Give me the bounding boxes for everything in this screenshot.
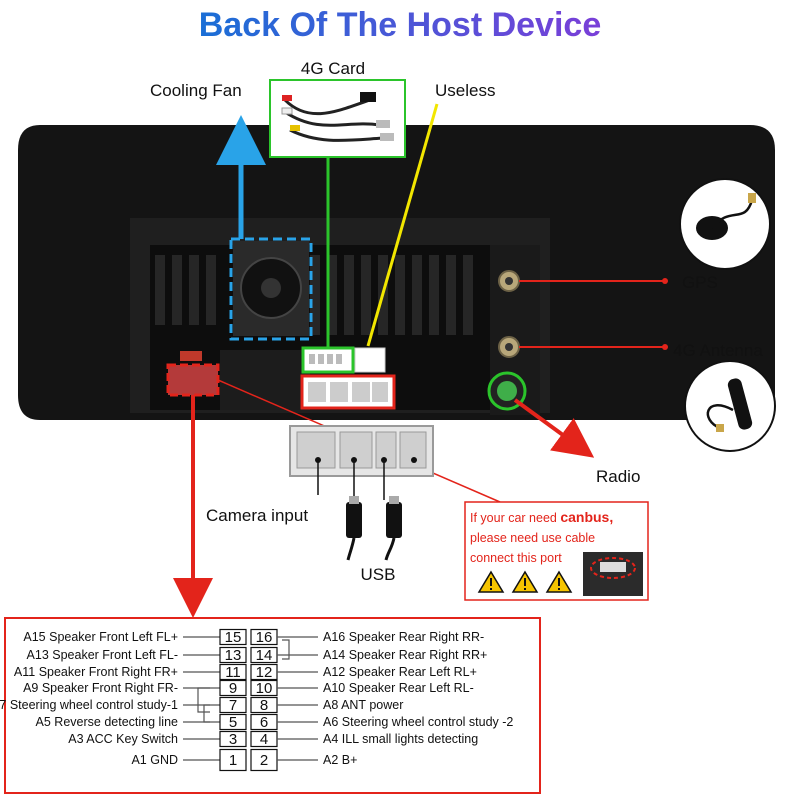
pin-box-left xyxy=(219,663,247,681)
card-4g-cable-photo xyxy=(269,79,406,158)
pin-number-right: 6 xyxy=(260,714,268,731)
pin-box-left xyxy=(219,646,247,664)
camera-input-label: Camera input xyxy=(206,506,308,525)
usb-cable-1 xyxy=(346,496,362,561)
pin-label-right: A12 Speaker Rear Left RL+ xyxy=(323,665,477,679)
gps-connector xyxy=(498,270,520,292)
useless-port xyxy=(354,347,386,373)
pin-number-right: 10 xyxy=(256,680,273,697)
pin-number-left: 9 xyxy=(229,680,237,697)
pin-label-right: A6 Steering wheel control study -2 xyxy=(323,715,513,729)
pin-label-right: A16 Speaker Rear Right RR- xyxy=(323,630,484,644)
radio-label: Radio xyxy=(596,467,640,486)
pin-number-left: 3 xyxy=(229,731,237,748)
pin-number-left: 1 xyxy=(229,752,237,769)
antenna-4g-photo xyxy=(684,360,776,452)
useless-line xyxy=(366,103,439,347)
pin-label-left: A5 Reverse detecting line xyxy=(36,715,178,729)
pin-label-right: A14 Speaker Rear Right RR+ xyxy=(323,648,487,662)
canbus-note-line1: If your car need canbus, xyxy=(470,509,613,525)
pin-box-left xyxy=(219,696,247,714)
pin-label-left: A3 ACC Key Switch xyxy=(68,732,178,746)
pin-label-right: A4 ILL small lights detecting xyxy=(323,732,478,746)
canbus-port-thumbnail xyxy=(583,552,643,596)
page-title: Back Of The Host Device xyxy=(199,6,601,44)
pin-number-right: 14 xyxy=(256,647,273,664)
pin-number-right: 8 xyxy=(260,697,268,714)
card-4g-label: 4G Card xyxy=(301,59,365,78)
pin-label-left: A9 Speaker Front Right FR- xyxy=(23,681,178,695)
pin-label-right: A2 B+ xyxy=(323,753,357,767)
cooling-fan-highlight xyxy=(229,237,313,341)
usb-label: USB xyxy=(361,565,396,584)
cooling-fan-label: Cooling Fan xyxy=(150,81,242,100)
cooling-fan xyxy=(229,237,313,341)
pin-label-right: A10 Speaker Rear Left RL- xyxy=(323,681,474,695)
gps-antenna-photo xyxy=(679,178,771,270)
antenna-4g-connector xyxy=(498,336,520,358)
canbus-note: If your car need canbus, please need use… xyxy=(464,501,649,601)
pin-number-right: 16 xyxy=(256,629,273,646)
antenna-4g-label: 4G Antenna xyxy=(673,341,763,360)
pin-label-left: A11 Speaker Front Right FR+ xyxy=(14,665,178,679)
pinout-right-column: 16 A16 Speaker Rear Right RR- 14 A14 Speake… xyxy=(250,628,513,772)
pin-box-left xyxy=(219,748,247,772)
pin-box-left xyxy=(219,730,247,748)
pin-number-right: 4 xyxy=(260,731,268,748)
pin-label-left: A7 Steering wheel control study-1 xyxy=(0,698,178,712)
useless-label: Useless xyxy=(435,81,495,100)
pin-label-left: A13 Speaker Front Left FL- xyxy=(27,648,178,662)
pin-number-right: 2 xyxy=(260,752,268,769)
radio-arrow xyxy=(513,398,595,458)
pin-number-left: 13 xyxy=(225,647,242,664)
pin-number-left: 15 xyxy=(225,629,242,646)
pinout-loop-connectors xyxy=(197,639,290,723)
canbus-note-line2: please need use cable xyxy=(470,531,595,545)
pin-box-left xyxy=(219,628,247,646)
pin-label-left: A1 GND xyxy=(131,753,178,767)
warning-icon xyxy=(477,570,505,593)
warning-icon xyxy=(545,570,573,593)
usb-cable-2 xyxy=(384,496,402,561)
host-device xyxy=(18,125,775,420)
pin-label-left: A15 Speaker Front Left FL+ xyxy=(23,630,178,644)
harness-connector-photo xyxy=(289,425,434,477)
pin-label-right: A8 ANT power xyxy=(323,698,403,712)
warning-icon xyxy=(511,570,539,593)
pin-number-left: 5 xyxy=(229,714,237,731)
canbus-port xyxy=(166,363,220,397)
pin-number-left: 11 xyxy=(225,664,241,681)
canbus-note-line3: connect this port xyxy=(470,551,562,565)
pin-box-left xyxy=(219,713,247,731)
pin-box-left xyxy=(219,679,247,697)
gps-label: GPS xyxy=(682,273,718,292)
pin-number-left: 7 xyxy=(229,697,237,714)
pin-number-right: 12 xyxy=(256,664,273,681)
